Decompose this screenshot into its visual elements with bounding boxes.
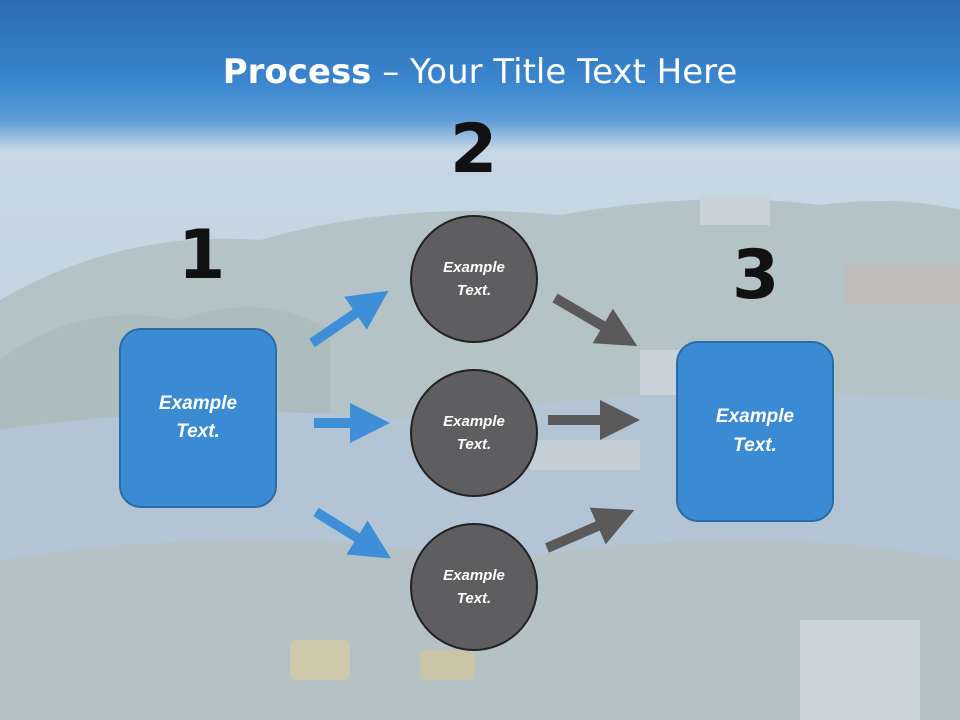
circle-top-text-line1: Example (443, 258, 505, 276)
arrow-1-to-circle-top (309, 290, 389, 348)
step-3-text-line2: Text. (733, 434, 777, 456)
step-number-2: 2 (450, 110, 498, 189)
slide-title[interactable]: Process – Your Title Text Here (0, 52, 960, 92)
step-3-box[interactable]: Example Text. (676, 341, 834, 522)
step-1-text-line1: Example (158, 392, 238, 414)
circle-middle-text-line2: Text. (456, 436, 492, 453)
circle-bottom-text-line2: Text. (456, 590, 492, 607)
circle-bottom-text-line1: Example (443, 566, 505, 584)
circle-top-text-line2: Text. (456, 282, 492, 299)
circle-middle[interactable]: Example Text. (410, 369, 538, 497)
title-bold-part: Process (222, 52, 372, 92)
title-rest-part: – Your Title Text Here (371, 52, 738, 92)
arrow-circle-bottom-to-3 (545, 507, 635, 553)
arrow-circle-top-to-3 (552, 293, 638, 347)
title-banner (0, 0, 960, 150)
circle-top[interactable]: Example Text. (410, 215, 538, 343)
step-3-text-line1: Example (715, 406, 795, 427)
step-number-1: 1 (178, 216, 226, 295)
circle-bottom[interactable]: Example Text. (410, 523, 538, 651)
step-1-box[interactable]: Example Text. (119, 328, 277, 508)
step-number-3: 3 (732, 236, 780, 315)
arrow-1-to-circle-bottom (313, 507, 391, 559)
circle-middle-text-line1: Example (443, 412, 505, 430)
step-1-text-line2: Text. (176, 421, 220, 442)
